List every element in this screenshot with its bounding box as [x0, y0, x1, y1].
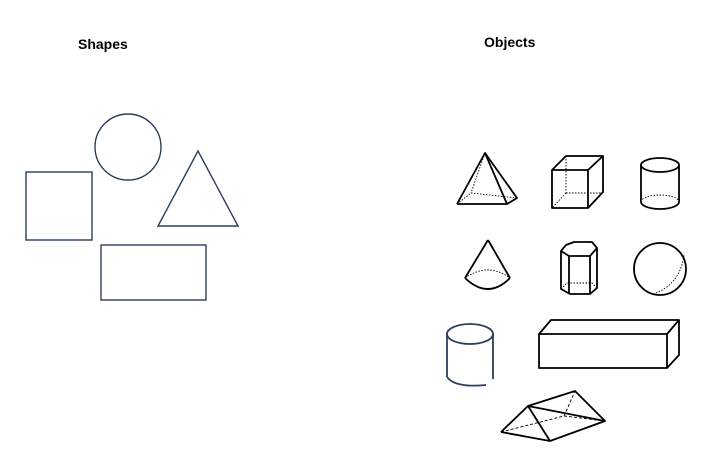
cone-object — [464, 239, 511, 290]
triangle-shape — [156, 149, 240, 227]
square-shape — [25, 171, 93, 241]
triangular-prism-object — [500, 390, 606, 442]
shapes-heading: Shapes — [78, 36, 128, 52]
rectangular-prism-object — [538, 319, 680, 369]
cylinder-object — [446, 323, 494, 387]
objects-heading: Objects — [484, 34, 536, 50]
pentagonal-prism-object — [560, 241, 598, 295]
rectangle-shape — [100, 244, 207, 301]
cylinder-object — [640, 157, 680, 210]
circle-shape — [94, 113, 162, 181]
objects-group — [446, 152, 687, 442]
sphere-object — [633, 242, 687, 296]
cube-object — [551, 155, 604, 209]
square-pyramid-object — [456, 152, 518, 205]
shapes-group — [25, 113, 240, 301]
